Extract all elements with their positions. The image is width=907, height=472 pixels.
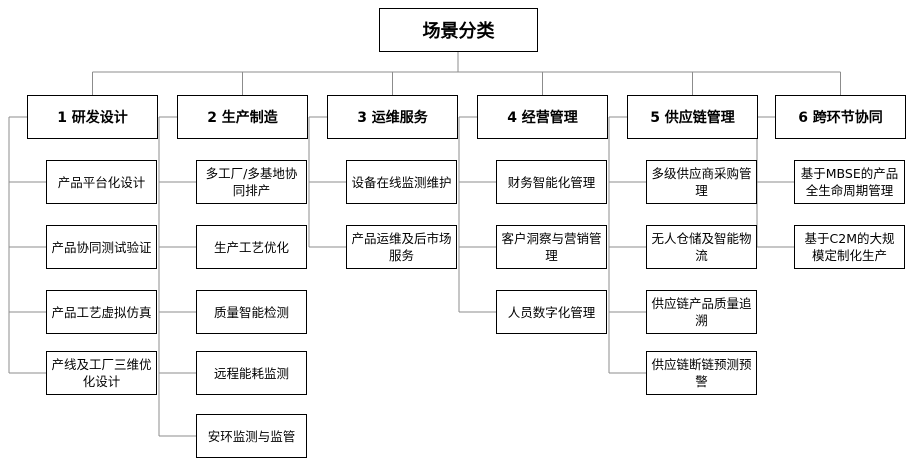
leaf-label: 产品协同测试验证: [51, 239, 152, 255]
leaf-label: 客户洞察与营销管理: [501, 231, 602, 263]
leaf-label: 远程能耗监测: [213, 365, 289, 381]
leaf-label: 产品平台化设计: [57, 174, 146, 190]
leaf-label: 基于MBSE的产品全生命周期管理: [800, 166, 899, 198]
leaf-node: 质量智能检测: [196, 290, 307, 334]
leaf-label: 产线及工厂三维优化设计: [51, 357, 152, 389]
category-node: 4 经营管理: [477, 95, 608, 139]
leaf-node: 财务智能化管理: [496, 160, 607, 204]
leaf-label: 产品运维及后市场服务: [351, 231, 452, 263]
leaf-node: 远程能耗监测: [196, 351, 307, 395]
leaf-node: 基于MBSE的产品全生命周期管理: [794, 160, 905, 204]
leaf-node: 产品协同测试验证: [46, 225, 157, 269]
leaf-node: 供应链产品质量追溯: [646, 290, 757, 334]
leaf-node: 供应链断链预测预警: [646, 351, 757, 395]
leaf-node: 设备在线监测维护: [346, 160, 457, 204]
leaf-node: 无人仓储及智能物流: [646, 225, 757, 269]
leaf-label: 财务智能化管理: [507, 174, 596, 190]
category-label: 3 运维服务: [357, 110, 428, 126]
leaf-label: 无人仓储及智能物流: [651, 231, 752, 263]
leaf-label: 供应链产品质量追溯: [651, 296, 752, 328]
category-label: 5 供应链管理: [650, 110, 735, 126]
leaf-node: 产品运维及后市场服务: [346, 225, 457, 269]
leaf-node: 产品平台化设计: [46, 160, 157, 204]
leaf-node: 多工厂/多基地协同排产: [196, 160, 307, 204]
leaf-label: 产品工艺虚拟仿真: [51, 304, 152, 320]
category-node: 6 跨环节协同: [775, 95, 906, 139]
leaf-label: 多级供应商采购管理: [651, 166, 752, 198]
category-label: 6 跨环节协同: [798, 110, 883, 126]
root-node: 场景分类: [379, 8, 538, 52]
leaf-label: 设备在线监测维护: [351, 174, 452, 190]
category-node: 2 生产制造: [177, 95, 308, 139]
leaf-node: 多级供应商采购管理: [646, 160, 757, 204]
category-label: 1 研发设计: [57, 110, 128, 126]
leaf-node: 安环监测与监管: [196, 414, 307, 458]
leaf-label: 生产工艺优化: [213, 239, 289, 255]
root-label: 场景分类: [422, 21, 495, 42]
category-node: 5 供应链管理: [627, 95, 758, 139]
category-label: 2 生产制造: [207, 110, 278, 126]
leaf-node: 基于C2M的大规模定制化生产: [794, 225, 905, 269]
leaf-node: 生产工艺优化: [196, 225, 307, 269]
leaf-node: 人员数字化管理: [496, 290, 607, 334]
category-node: 1 研发设计: [27, 95, 158, 139]
leaf-label: 多工厂/多基地协同排产: [205, 166, 298, 198]
leaf-node: 产品工艺虚拟仿真: [46, 290, 157, 334]
leaf-node: 客户洞察与营销管理: [496, 225, 607, 269]
leaf-label: 供应链断链预测预警: [651, 357, 752, 389]
leaf-label: 安环监测与监管: [207, 428, 296, 444]
leaf-label: 人员数字化管理: [507, 304, 596, 320]
leaf-label: 质量智能检测: [213, 304, 289, 320]
category-label: 4 经营管理: [507, 110, 578, 126]
leaf-node: 产线及工厂三维优化设计: [46, 351, 157, 395]
category-node: 3 运维服务: [327, 95, 458, 139]
leaf-label: 基于C2M的大规模定制化生产: [804, 231, 895, 263]
